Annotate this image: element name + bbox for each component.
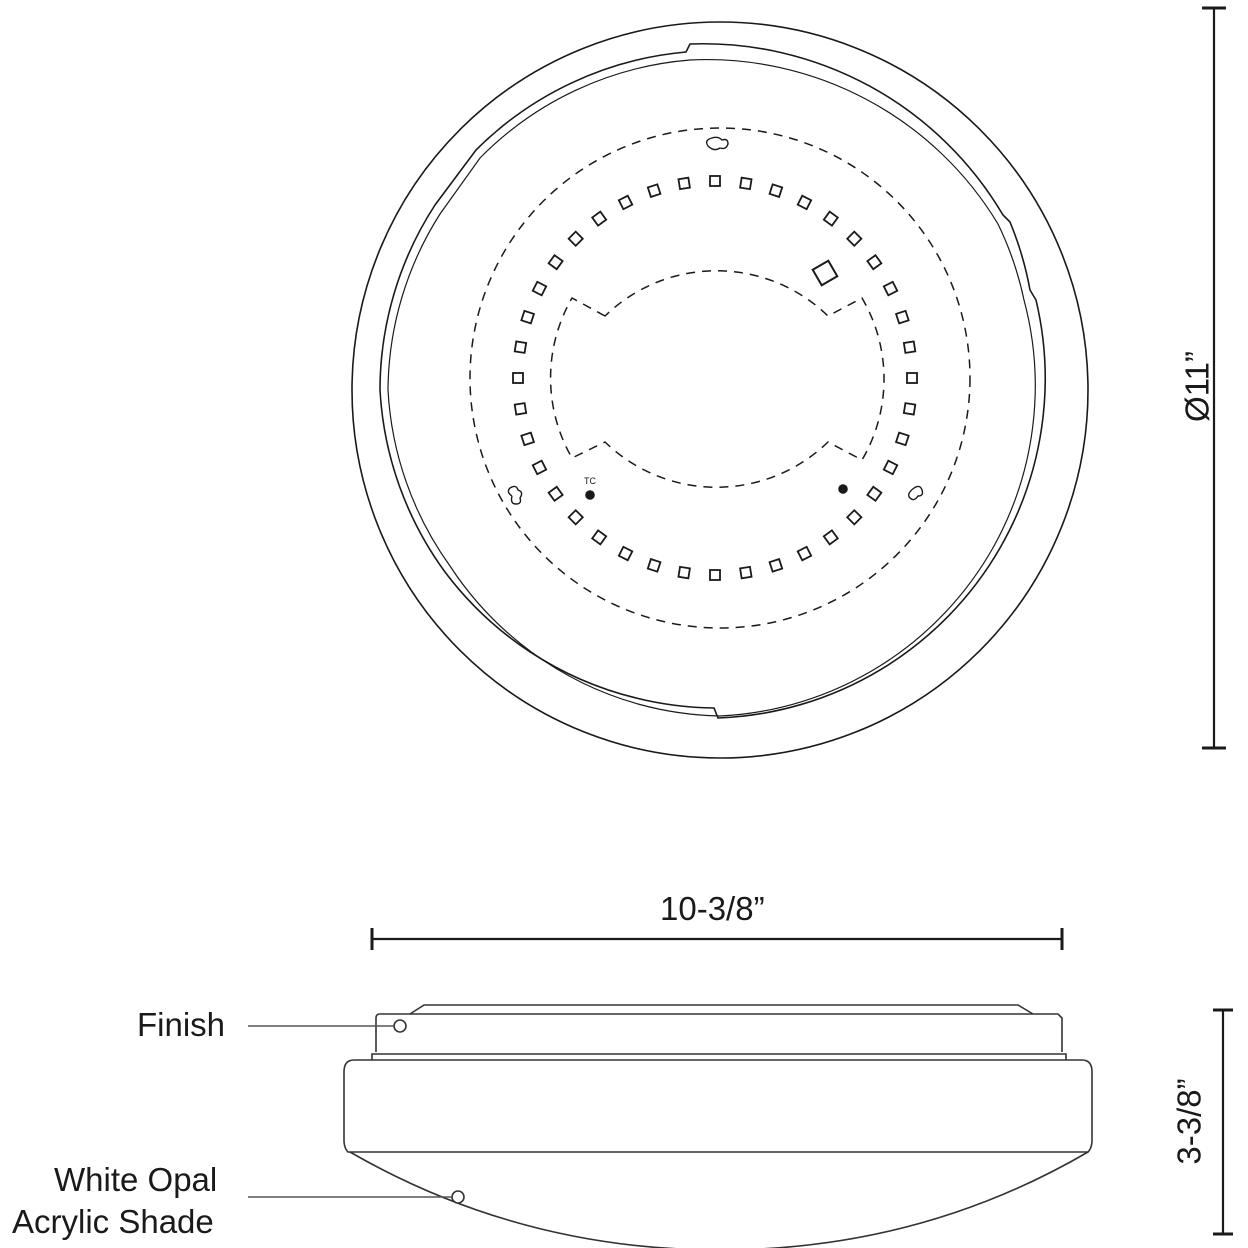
led-chip: [768, 183, 784, 199]
canopy-body: [375, 1013, 1063, 1052]
inner-mount-outline: [549, 270, 885, 488]
top-view: [351, 21, 1089, 759]
led-chip: [902, 402, 917, 416]
width-dimension: [370, 928, 1064, 950]
height-dimension: [1213, 1008, 1233, 1236]
led-chip: [547, 485, 564, 503]
led-chip: [590, 529, 608, 546]
led-chip: [709, 175, 721, 187]
led-chip: [894, 309, 910, 325]
led-chip: [617, 194, 634, 211]
finish-label: Finish: [137, 1006, 226, 1043]
shade-label-line2: Acrylic Shade: [12, 1203, 214, 1240]
mounting-ring: [379, 42, 1046, 719]
led-chip: [894, 431, 910, 447]
driver-component: [811, 259, 839, 287]
led-chip: [822, 210, 840, 227]
led-chip: [567, 508, 585, 526]
led-chip: [882, 280, 899, 297]
led-chip: [617, 545, 634, 562]
led-chip: [739, 565, 753, 580]
clip-icon: [507, 485, 523, 505]
tc-mark: TC: [584, 476, 596, 486]
acrylic-shade-dome: [349, 1151, 1089, 1248]
led-chip: [547, 253, 564, 271]
led-chip: [845, 230, 863, 248]
led-chip: [646, 557, 662, 573]
led-chip: [796, 545, 813, 562]
led-chip: [866, 485, 883, 503]
shade-callout-dot: [451, 1190, 465, 1204]
clip-icon: [705, 136, 729, 151]
led-chip: [709, 569, 721, 581]
led-chip: [822, 529, 840, 546]
led-chip: [512, 372, 524, 384]
led-chip: [677, 565, 691, 580]
led-chip: [531, 280, 548, 297]
diameter-label: Ø11”: [1178, 351, 1216, 422]
led-chip: [513, 402, 528, 416]
shade-label-line1: White Opal: [54, 1161, 218, 1198]
canopy-top: [409, 1004, 1034, 1015]
clip-icon: [907, 485, 924, 501]
led-board-outline: [469, 127, 971, 629]
led-chip: [513, 340, 528, 354]
marker-dot: [838, 484, 848, 494]
width-label: 10-3/8”: [660, 890, 765, 927]
led-chip: [902, 340, 917, 354]
outer-canopy-circle: [351, 21, 1089, 759]
led-array: [512, 175, 918, 581]
led-chip: [906, 372, 918, 384]
led-chip: [768, 557, 784, 573]
diameter-dimension: [1202, 6, 1226, 750]
led-chip: [531, 459, 548, 476]
side-view: [248, 1004, 1093, 1248]
shade-band: [343, 1059, 1093, 1153]
led-chip: [590, 210, 608, 227]
canopy-base: [371, 1053, 1067, 1060]
led-chip: [882, 459, 899, 476]
led-chip: [739, 176, 753, 191]
marker-dot: [585, 490, 595, 500]
led-chip: [520, 431, 536, 447]
height-label: 3-3/8”: [1170, 1078, 1208, 1165]
led-chip: [677, 176, 691, 191]
led-chip: [866, 253, 883, 271]
led-chip: [796, 194, 813, 211]
led-chip: [845, 508, 863, 526]
finish-callout-dot: [393, 1019, 407, 1033]
led-chip: [567, 230, 585, 248]
led-chip: [646, 183, 662, 199]
led-chip: [520, 309, 536, 325]
